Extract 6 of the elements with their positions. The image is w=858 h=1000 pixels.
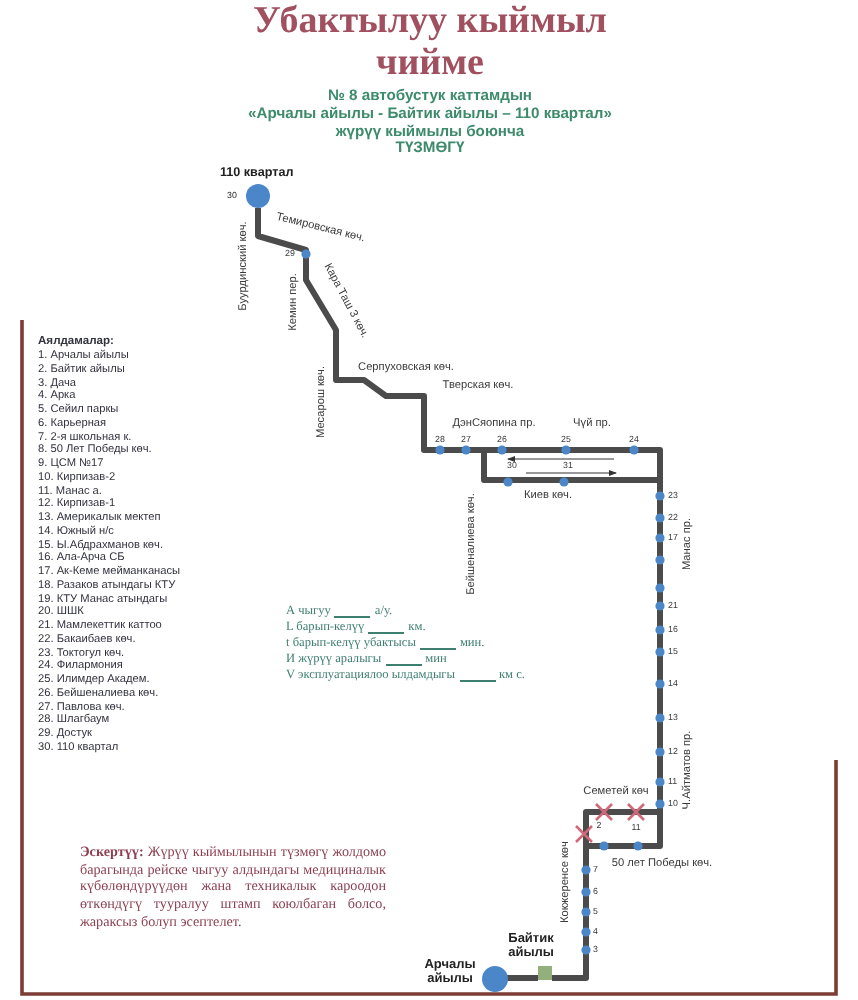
route-line (507, 975, 538, 981)
title: Убактылуу кыймыл чийме (251, 0, 609, 84)
stop-marker-icon (538, 966, 552, 980)
route-line (255, 208, 663, 981)
terminal-stop-icon (246, 184, 270, 208)
terminal-stop-icon (481, 965, 507, 991)
